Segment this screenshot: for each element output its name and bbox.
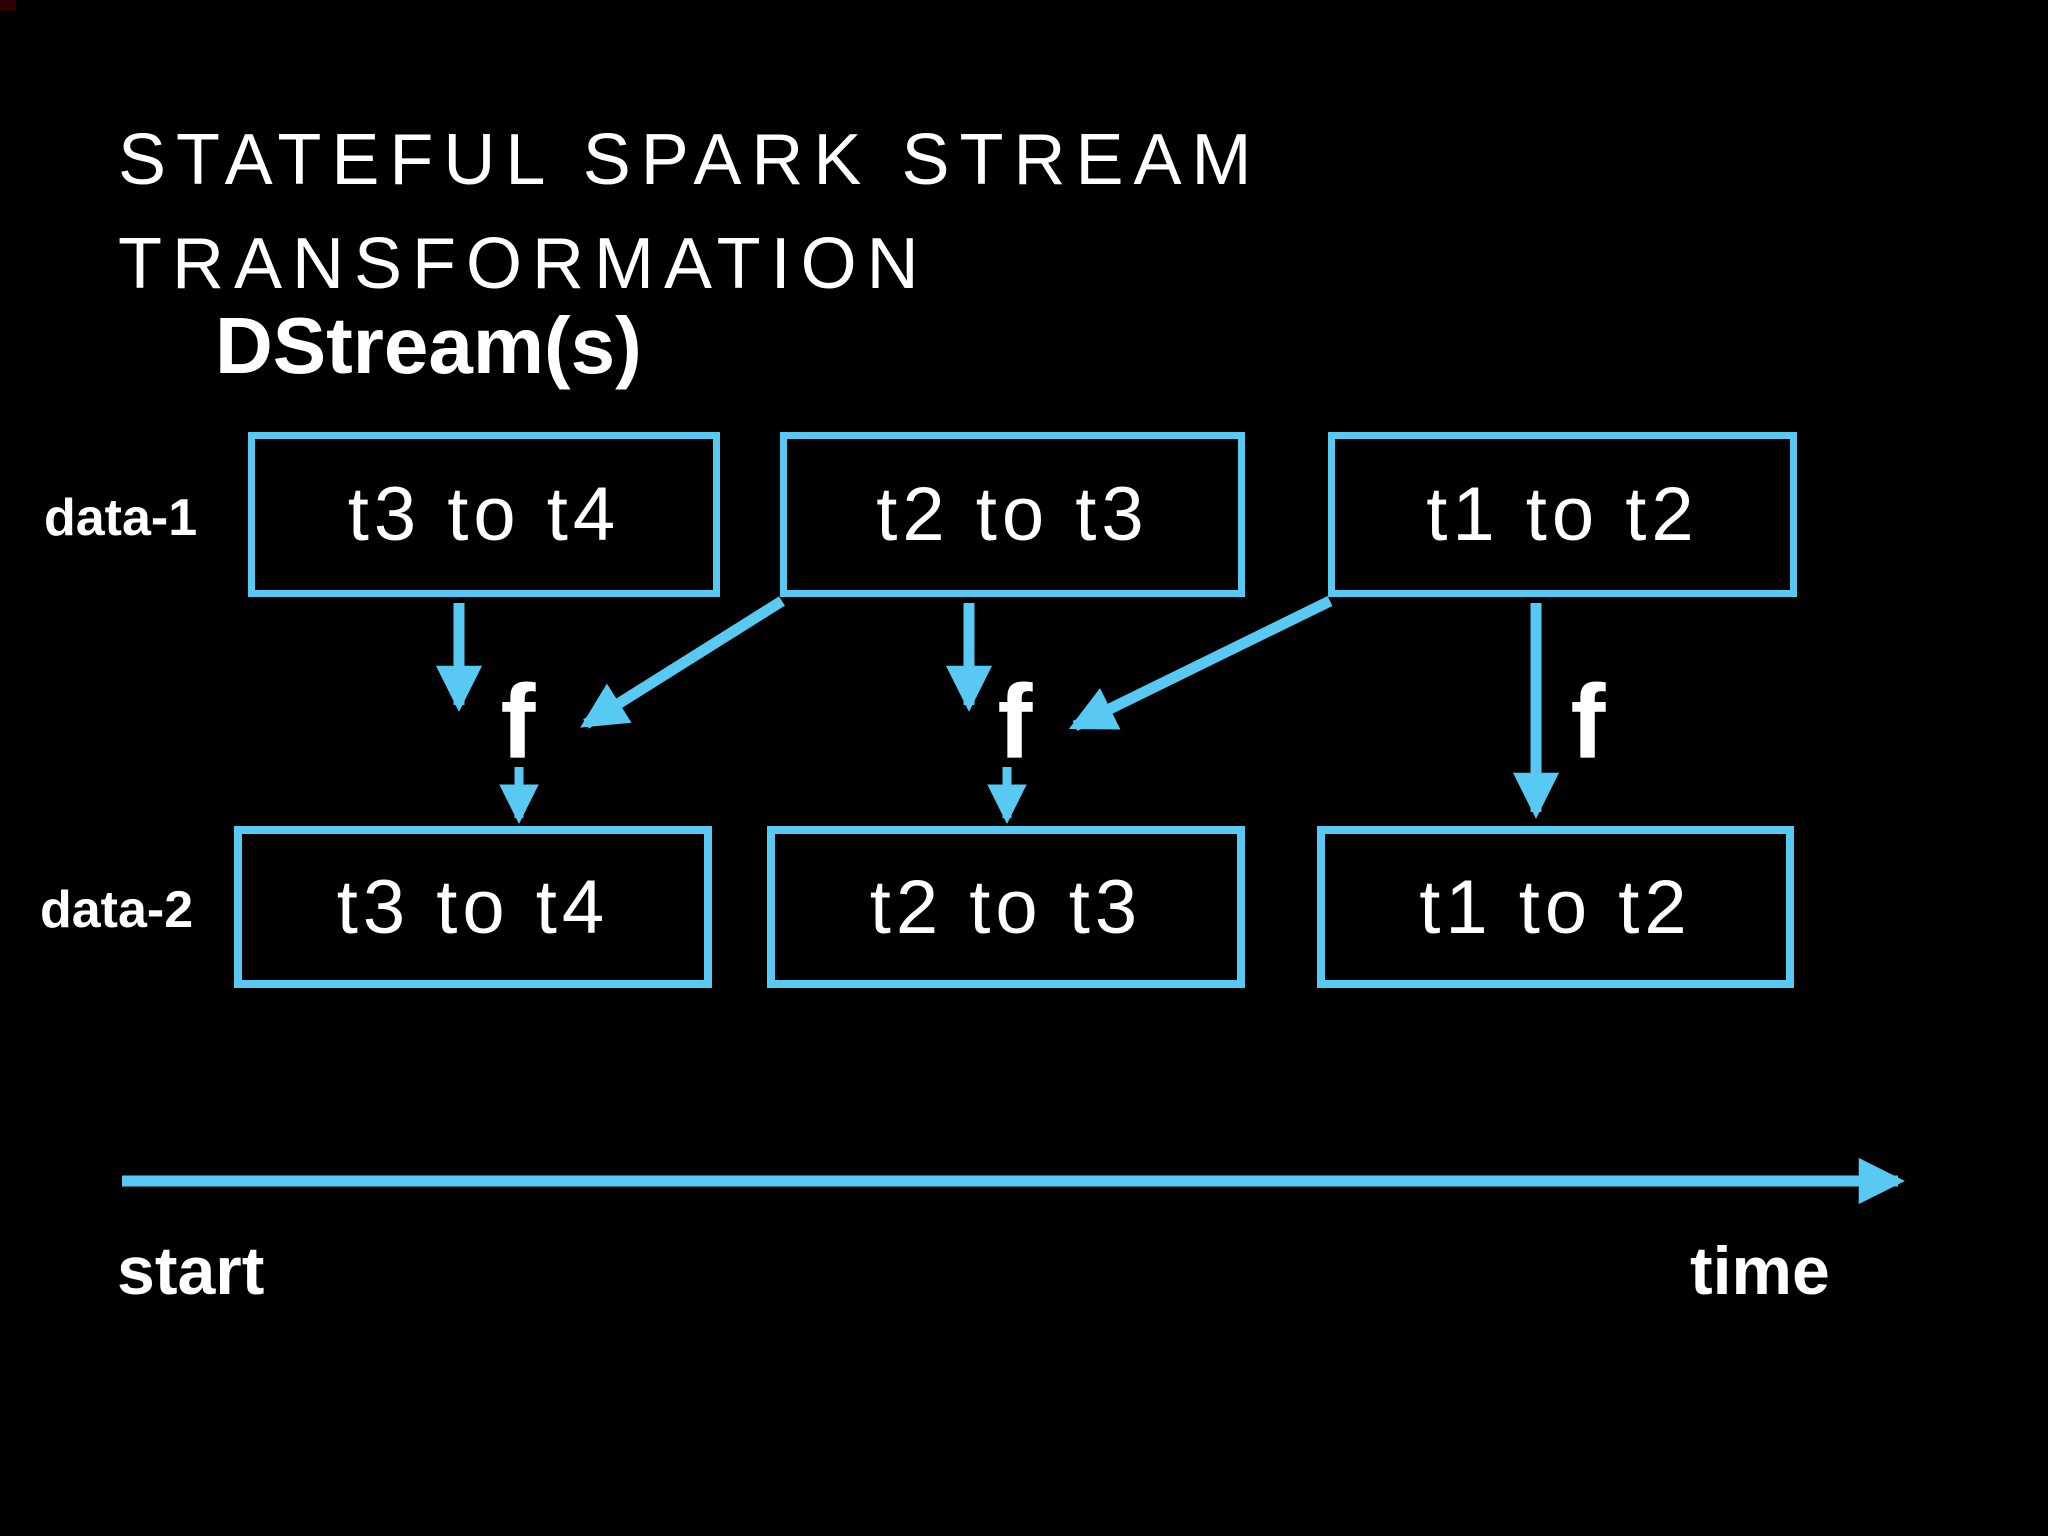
- diagonal-arrow-icon-1: [580, 596, 785, 729]
- diagonal-arrow-icon-2: [1068, 596, 1333, 731]
- function-label-3: f: [1570, 663, 1606, 781]
- batch-box-data1-t3-t4: t3 to t4: [248, 432, 720, 597]
- slide-title-line1: STATEFUL SPARK STREAM: [118, 120, 1262, 200]
- batch-box-data2-t1-t2: t1 to t2: [1317, 826, 1794, 988]
- row-label-data-1: data-1: [44, 489, 198, 547]
- batch-box-data2-t3-t4: t3 to t4: [234, 826, 712, 988]
- slide-title-line2: TRANSFORMATION: [118, 224, 929, 304]
- batch-box-data1-t2-t3: t2 to t3: [780, 432, 1245, 597]
- function-label-1: f: [500, 663, 536, 781]
- row-label-data-2: data-2: [40, 881, 194, 939]
- dstream-heading: DStream(s): [215, 301, 642, 390]
- function-label-2: f: [997, 663, 1033, 781]
- batch-box-data2-t2-t3: t2 to t3: [767, 826, 1245, 988]
- batch-box-data1-t1-t2: t1 to t2: [1328, 432, 1797, 597]
- corner-artifact: [0, 0, 16, 11]
- axis-time-label: time: [1690, 1233, 1830, 1309]
- axis-start-label: start: [117, 1233, 265, 1309]
- slide-title: STATEFUL SPARK STREAM TRANSFORMATION: [118, 108, 1261, 316]
